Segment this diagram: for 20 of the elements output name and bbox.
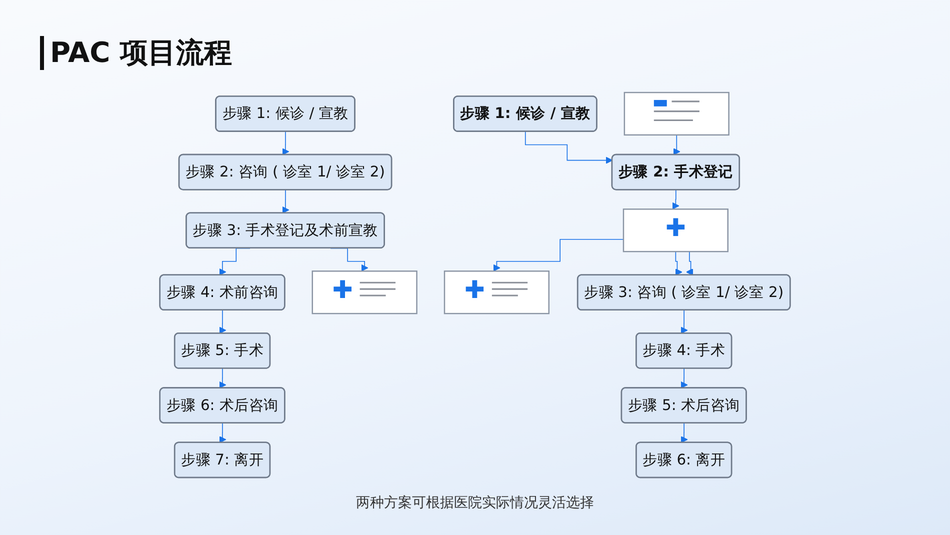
arrow [493,238,624,272]
node-box [624,92,730,136]
arrow [524,131,613,164]
node-box [444,270,550,314]
title: PAC 项目流程 [40,36,232,70]
arrow [680,422,688,444]
arrow [680,368,688,388]
arrow [686,251,694,276]
arrow [675,251,682,276]
arrow [218,368,226,388]
node-box [312,270,418,314]
arrow [218,422,226,444]
caption: 两种方案可根据医院实际情况灵活选择 [356,494,594,512]
arrow [282,131,290,156]
arrow [282,190,290,214]
arrow [218,310,226,334]
arrow [680,310,688,334]
arrow [672,190,680,210]
node-box [622,208,728,252]
arrow [673,134,680,156]
